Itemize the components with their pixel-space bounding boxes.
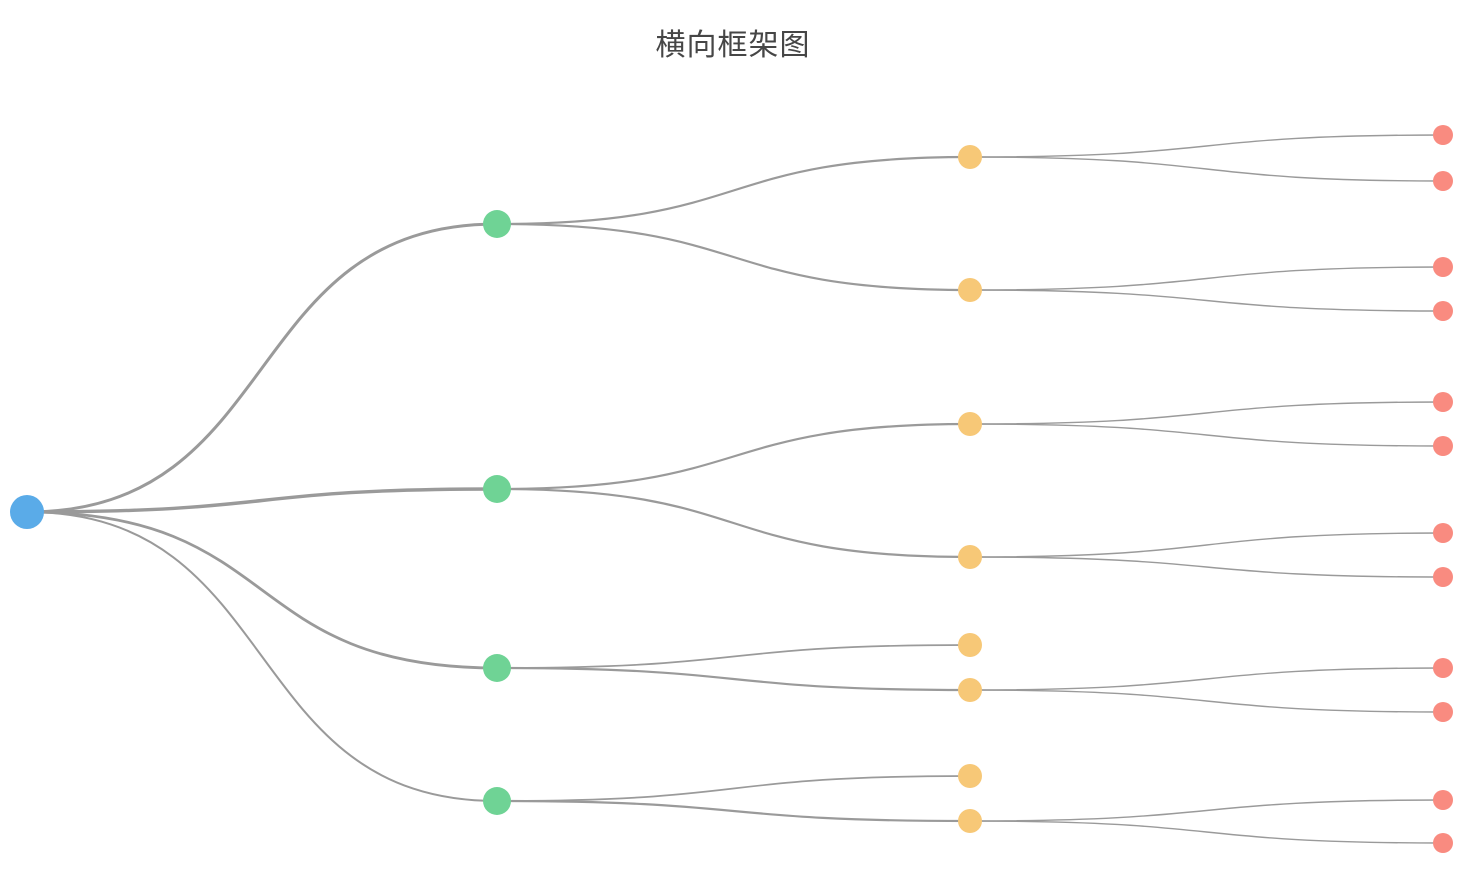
tree-node-g4[interactable] — [483, 787, 511, 815]
tree-link-root-g4 — [26, 511, 498, 802]
tree-link-o4-r8 — [969, 556, 1444, 578]
tree-link-g2-o3 — [495, 422, 972, 491]
tree-link-o1-r1 — [969, 134, 1444, 158]
tree-link-o2-r3 — [969, 266, 1444, 291]
tree-node-r11[interactable] — [1433, 790, 1453, 810]
page-title: 横向框架图 — [655, 29, 811, 62]
tree-link-root-g3 — [25, 510, 499, 670]
tree-node-g3[interactable] — [483, 654, 511, 682]
tree-node-o4[interactable] — [958, 545, 982, 569]
tree-link-root-g1 — [25, 222, 499, 514]
tree-node-o6[interactable] — [958, 678, 982, 702]
tree-link-g4-o8 — [495, 799, 972, 823]
tree-link-o6-r9 — [969, 667, 1444, 691]
tree-link-g3-o6 — [495, 666, 972, 692]
tree-link-g1-o2 — [495, 222, 972, 292]
tree-link-o6-r10 — [969, 689, 1444, 713]
tree-node-r9[interactable] — [1433, 658, 1453, 678]
tree-node-r8[interactable] — [1433, 567, 1453, 587]
tree-node-o8[interactable] — [958, 809, 982, 833]
tree-node-r1[interactable] — [1433, 125, 1453, 145]
tree-link-o3-r6 — [969, 423, 1444, 447]
tree-node-r4[interactable] — [1433, 301, 1453, 321]
tree-node-r6[interactable] — [1433, 436, 1453, 456]
tree-node-r12[interactable] — [1433, 833, 1453, 853]
tree-link-o2-r4 — [969, 289, 1444, 312]
tree-link-g2-o4 — [495, 487, 972, 559]
tree-links-layer — [25, 134, 1444, 844]
tree-node-root[interactable] — [10, 495, 44, 529]
tree-node-r10[interactable] — [1433, 702, 1453, 722]
tree-node-o1[interactable] — [958, 145, 982, 169]
tree-node-g2[interactable] — [483, 475, 511, 503]
tree-node-r7[interactable] — [1433, 523, 1453, 543]
tree-link-o3-r5 — [969, 401, 1444, 425]
tree-link-o4-r7 — [969, 532, 1444, 558]
tree-node-r3[interactable] — [1433, 257, 1453, 277]
tree-link-g4-o7 — [496, 775, 971, 802]
tree-nodes-layer — [10, 125, 1453, 853]
tree-node-o2[interactable] — [958, 278, 982, 302]
tree-node-g1[interactable] — [483, 210, 511, 238]
tree-link-o1-r2 — [969, 156, 1444, 182]
tree-node-o7[interactable] — [958, 764, 982, 788]
tree-node-r2[interactable] — [1433, 171, 1453, 191]
tree-link-g1-o1 — [495, 155, 972, 226]
tree-node-r5[interactable] — [1433, 392, 1453, 412]
tree-link-g3-o5 — [496, 644, 971, 669]
tree-node-o3[interactable] — [958, 412, 982, 436]
tree-link-o8-r12 — [969, 820, 1444, 844]
tree-link-root-g2 — [25, 487, 499, 514]
tree-node-o5[interactable] — [958, 633, 982, 657]
tree-link-o8-r11 — [969, 799, 1444, 822]
